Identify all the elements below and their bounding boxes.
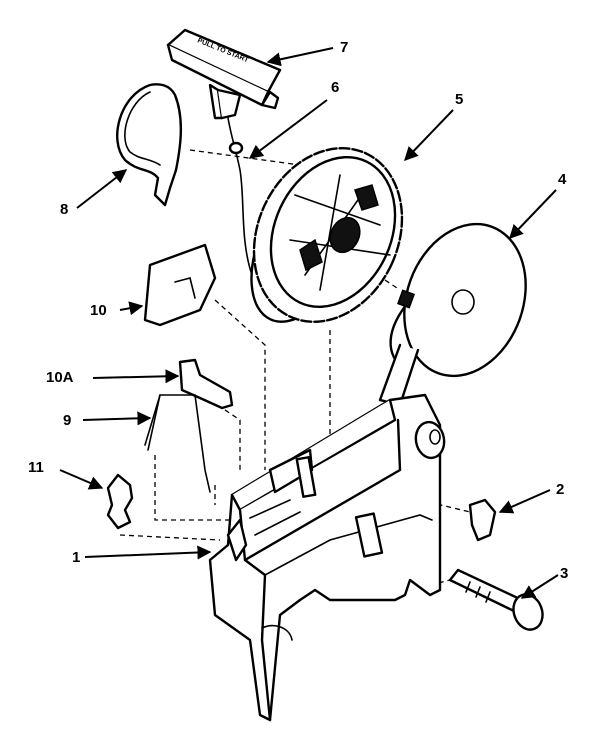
callout-2: 2 bbox=[556, 481, 565, 498]
part-10a-small-bracket bbox=[178, 358, 234, 410]
part-1-starter-frame bbox=[208, 393, 446, 722]
callout-5: 5 bbox=[455, 91, 464, 108]
callout-leader-lines bbox=[59, 47, 559, 599]
callout-1: 1 bbox=[72, 549, 81, 566]
callout-9: 9 bbox=[63, 412, 72, 429]
callout-7: 7 bbox=[340, 39, 349, 56]
callout-8: 8 bbox=[60, 201, 69, 218]
callout-11: 11 bbox=[28, 459, 44, 476]
part-4-spring-housing bbox=[378, 222, 527, 407]
part-10-cover-plate bbox=[143, 243, 217, 327]
part-5-pulley-sheave bbox=[250, 147, 404, 323]
part-7-t-handle: PULL TO START bbox=[166, 28, 282, 120]
callout-10a: 10A bbox=[46, 369, 74, 386]
part-9-wire-spring bbox=[144, 394, 211, 493]
part-3-shoulder-bolt bbox=[448, 568, 544, 631]
callout-6: 6 bbox=[331, 79, 340, 96]
part-11-pawl bbox=[106, 473, 134, 530]
callout-10: 10 bbox=[90, 302, 107, 319]
part-6-starter-rope bbox=[227, 117, 253, 276]
callout-4: 4 bbox=[558, 171, 567, 188]
part-2-catch bbox=[468, 498, 497, 542]
callout-3: 3 bbox=[560, 565, 569, 582]
part-8-spring-clip bbox=[116, 83, 183, 207]
